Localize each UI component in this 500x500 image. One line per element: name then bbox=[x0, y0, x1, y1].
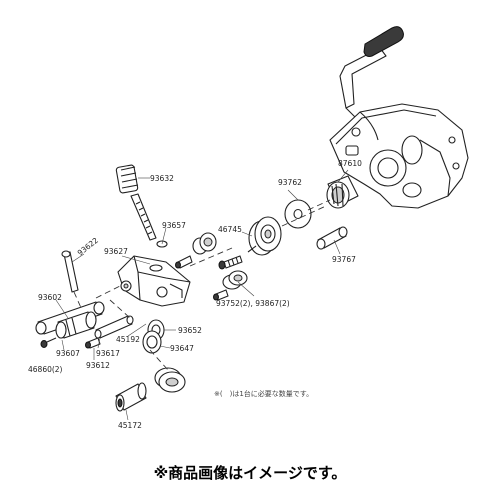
part-label-93652: 93652 bbox=[178, 326, 202, 335]
leader-lines bbox=[55, 169, 349, 421]
part-label-93632: 93632 bbox=[150, 174, 174, 183]
part-label-93647: 93647 bbox=[170, 344, 194, 353]
roller-45172 bbox=[115, 367, 186, 412]
assembly-guide-lines bbox=[73, 199, 331, 371]
part-label-93657: 93657 bbox=[162, 221, 186, 230]
part-label-45172: 45172 bbox=[118, 421, 142, 430]
exploded-parts-diagram: 93632 93657 93622 93627 93602 93607 4686… bbox=[28, 26, 469, 430]
screw-46860 bbox=[40, 337, 57, 348]
bearing-87610 bbox=[326, 175, 359, 209]
bolt-93622 bbox=[61, 250, 79, 293]
knob-small bbox=[175, 232, 217, 269]
part-label-93767: 93767 bbox=[332, 255, 356, 264]
part-label-87610: 87610 bbox=[338, 159, 362, 168]
pin-93617 bbox=[94, 315, 134, 339]
pin-93767 bbox=[316, 226, 348, 250]
image-caption: ※商品画像はイメージです。 bbox=[153, 464, 347, 482]
body-93627 bbox=[117, 255, 191, 307]
part-label-93602: 93602 bbox=[38, 293, 62, 302]
part-label-93622: 93622 bbox=[76, 236, 101, 258]
part-label-93627: 93627 bbox=[104, 247, 128, 256]
part-labels: 93632 93657 93622 93627 93602 93607 4686… bbox=[28, 159, 362, 430]
screw-93752 bbox=[218, 255, 243, 270]
cap-93867 bbox=[213, 270, 248, 301]
screw-93632 bbox=[115, 164, 157, 241]
screw-93612 bbox=[85, 337, 101, 349]
quantity-footnote: ※( )は1台に必要な数量です。 bbox=[214, 389, 313, 398]
part-label-45192: 45192 bbox=[116, 335, 140, 344]
part-label-46860: 46860(2) bbox=[28, 365, 63, 374]
washer-93762 bbox=[284, 199, 312, 229]
part-label-93612: 93612 bbox=[86, 361, 110, 370]
sleeve-93607 bbox=[55, 311, 97, 339]
washers-93652-93647 bbox=[142, 319, 165, 354]
part-label-93762: 93762 bbox=[278, 178, 302, 187]
part-label-46745: 46745 bbox=[218, 225, 242, 234]
main-frame-assembly bbox=[329, 26, 469, 209]
part-label-93607: 93607 bbox=[56, 349, 80, 358]
part-label-93752-93867: 93752(2), 93867(2) bbox=[216, 299, 290, 308]
drive-roll-46745 bbox=[247, 216, 282, 256]
part-label-93617: 93617 bbox=[96, 349, 120, 358]
